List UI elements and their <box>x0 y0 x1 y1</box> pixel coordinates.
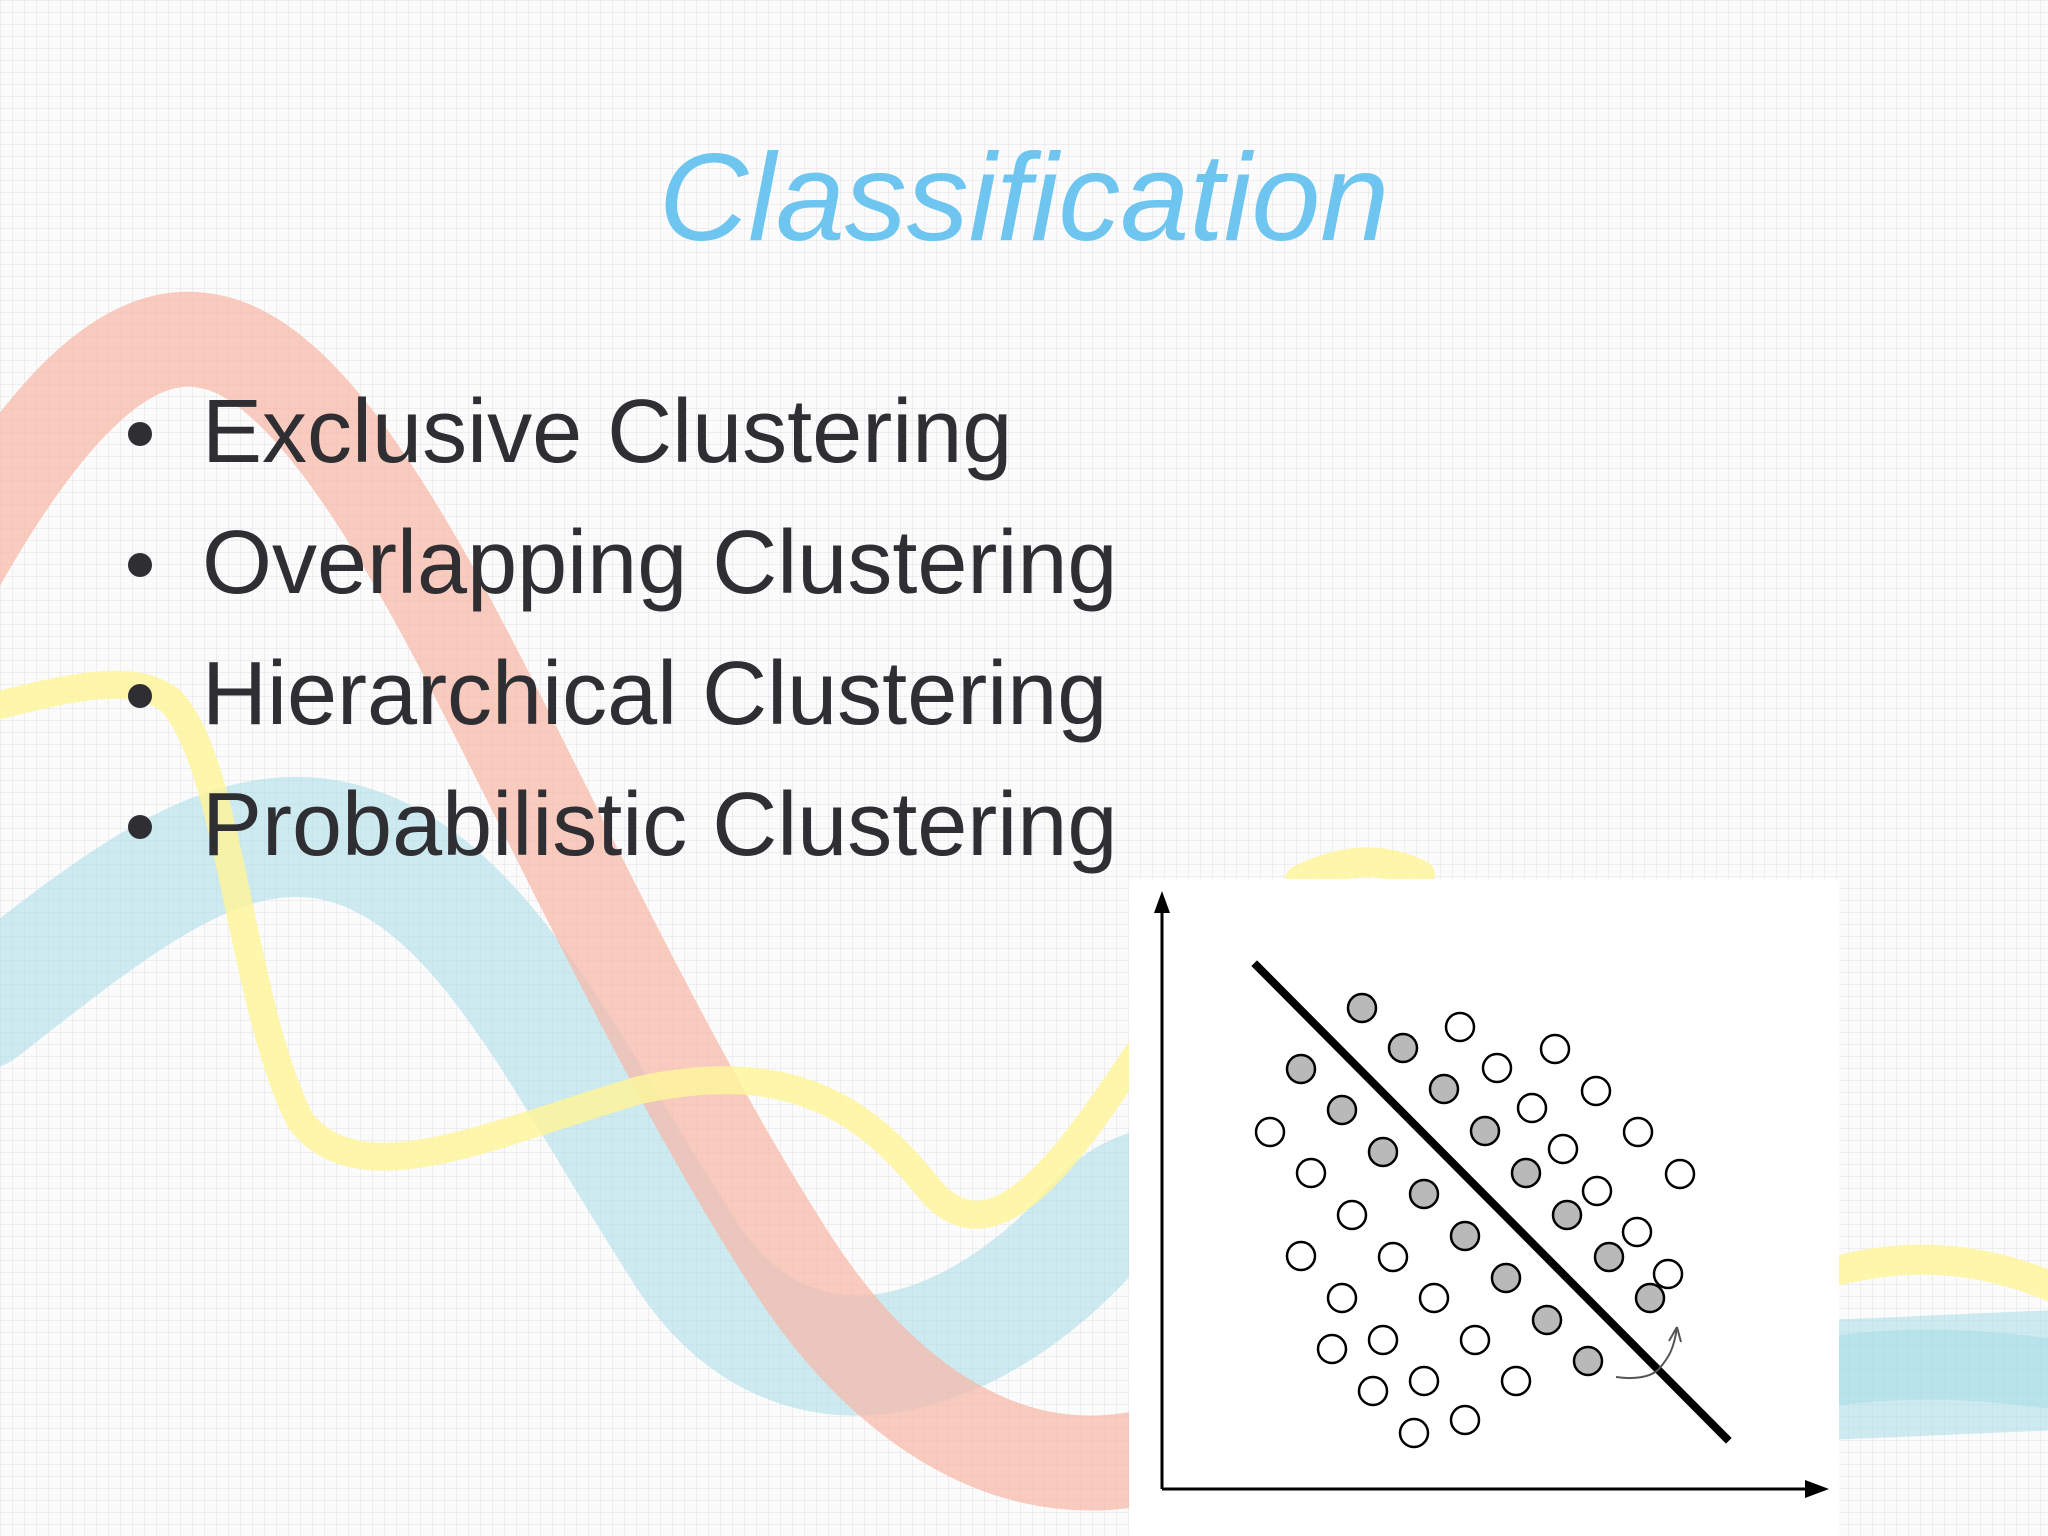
blue-wave-right <box>1805 1329 2048 1409</box>
empty-point <box>1254 1116 1286 1148</box>
empty-point <box>1285 1240 1317 1272</box>
filled-point <box>1593 1241 1625 1273</box>
filled-point <box>1572 1345 1604 1377</box>
empty-point <box>1367 1324 1399 1356</box>
curved-arrow-icon <box>1615 1326 1678 1379</box>
bullet-item: Exclusive Clustering <box>120 372 1117 503</box>
bullet-item: Overlapping Clustering <box>120 503 1117 634</box>
empty-point <box>1516 1092 1548 1124</box>
bullet-dot-icon <box>128 815 152 839</box>
empty-point <box>1581 1175 1613 1207</box>
filled-point <box>1551 1199 1583 1231</box>
empty-point <box>1621 1216 1653 1248</box>
empty-point <box>1547 1133 1579 1165</box>
empty-point <box>1459 1324 1491 1356</box>
empty-point <box>1622 1116 1654 1148</box>
filled-point <box>1326 1094 1358 1126</box>
bullet-text: Exclusive Clustering <box>202 382 1013 482</box>
empty-point <box>1418 1282 1450 1314</box>
filled-point <box>1634 1282 1666 1314</box>
empty-point <box>1664 1158 1696 1190</box>
yellow-wave <box>0 670 1174 1229</box>
empty-point <box>1449 1404 1481 1436</box>
yellow-wave-top <box>1285 847 1435 895</box>
y-axis-arrow-icon <box>1154 891 1170 913</box>
empty-point <box>1295 1157 1327 1189</box>
points-group <box>1254 992 1696 1449</box>
empty-point <box>1398 1417 1430 1449</box>
filled-point <box>1387 1032 1419 1064</box>
filled-point <box>1531 1304 1563 1336</box>
empty-point <box>1326 1282 1358 1314</box>
empty-point <box>1539 1033 1571 1065</box>
filled-point <box>1428 1073 1460 1105</box>
bullet-text: Overlapping Clustering <box>202 513 1118 613</box>
empty-point <box>1444 1011 1476 1043</box>
empty-point <box>1652 1258 1684 1290</box>
bullet-dot-icon <box>128 422 152 446</box>
empty-point <box>1481 1052 1513 1084</box>
bullet-list: Exclusive Clustering Overlapping Cluster… <box>120 372 1117 896</box>
bullet-item: Probabilistic Clustering <box>120 765 1117 896</box>
filled-point <box>1346 992 1378 1024</box>
empty-point <box>1377 1241 1409 1273</box>
empty-point <box>1580 1075 1612 1107</box>
bullet-dot-icon <box>128 684 152 708</box>
filled-point <box>1490 1262 1522 1294</box>
filled-point <box>1285 1053 1317 1085</box>
empty-point <box>1357 1375 1389 1407</box>
empty-point <box>1500 1365 1532 1397</box>
bullet-item: Hierarchical Clustering <box>120 634 1117 765</box>
slide-title: Classification <box>658 129 1390 267</box>
filled-point <box>1449 1220 1481 1252</box>
scatter-diagram-svg <box>1154 891 1829 1498</box>
bullet-text: Probabilistic Clustering <box>202 775 1118 875</box>
separating-line <box>1251 960 1732 1444</box>
filled-point <box>1408 1178 1440 1210</box>
bullet-text: Hierarchical Clustering <box>202 644 1108 744</box>
empty-point <box>1316 1333 1348 1365</box>
filled-point <box>1510 1157 1542 1189</box>
yellow-wave-right <box>1825 1244 2048 1302</box>
curved-arrow-head-icon <box>1668 1326 1682 1343</box>
x-axis-arrow-icon <box>1805 1480 1829 1498</box>
empty-point <box>1336 1199 1368 1231</box>
scatter-diagram <box>1129 879 1839 1536</box>
filled-point <box>1367 1136 1399 1168</box>
empty-point <box>1408 1365 1440 1397</box>
filled-point <box>1469 1115 1501 1147</box>
bullet-dot-icon <box>128 553 152 577</box>
